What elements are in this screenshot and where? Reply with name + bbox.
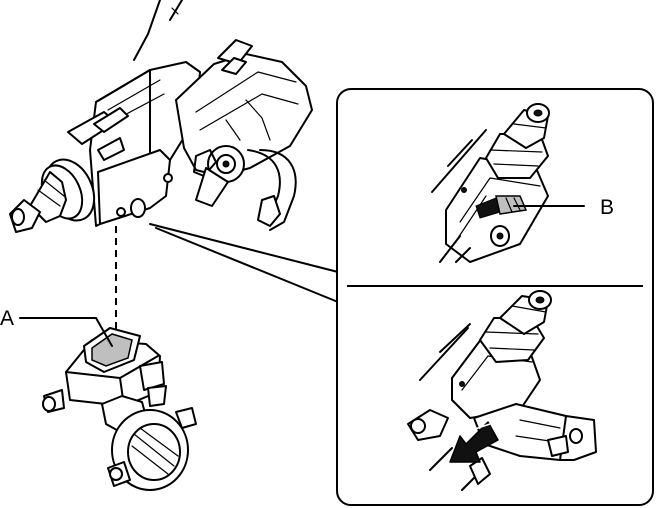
mounting-bracket <box>175 39 313 231</box>
steering-column-assembly <box>9 0 201 233</box>
callout-leader-top <box>149 223 339 273</box>
arrow-icon <box>449 421 499 463</box>
detail-view-upper <box>431 103 550 263</box>
detail-callout-box <box>336 88 654 506</box>
callout-leader-bottom <box>155 227 339 303</box>
label-a: A <box>0 307 14 330</box>
switch-assembly <box>42 327 197 491</box>
label-b: B <box>600 196 614 219</box>
detail-view-lower <box>407 290 597 491</box>
